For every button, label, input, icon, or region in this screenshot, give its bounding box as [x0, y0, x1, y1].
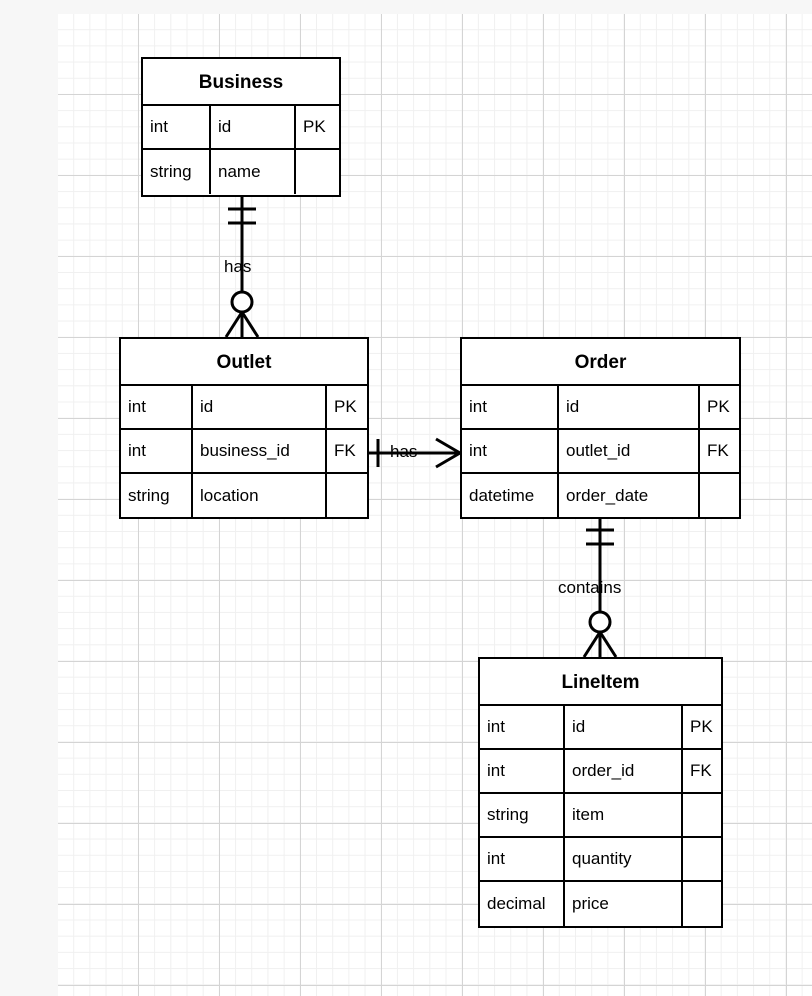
attr-type: datetime — [462, 474, 559, 518]
attr-key: FK — [334, 441, 356, 460]
table-row[interactable]: int id PK — [121, 386, 367, 430]
attr-key: PK — [303, 117, 326, 136]
attr-type: int — [143, 106, 211, 148]
attr-key: PK — [707, 397, 730, 416]
attr-type: int — [121, 386, 193, 428]
table-row[interactable]: int id PK — [143, 106, 339, 150]
attr-name: quantity — [565, 838, 683, 880]
relationship-label-order-contains-lineitem: contains — [558, 578, 622, 597]
table-row[interactable]: int id PK — [480, 706, 721, 750]
table-row[interactable]: string location — [121, 474, 367, 518]
attr-key: FK — [690, 761, 712, 780]
attr-key — [683, 794, 721, 836]
entity-business-title: Business — [143, 59, 339, 106]
attr-key — [296, 150, 339, 194]
attr-type: string — [121, 474, 193, 518]
table-row[interactable]: decimal price — [480, 882, 721, 926]
attr-type: int — [480, 706, 565, 748]
table-row[interactable]: datetime order_date — [462, 474, 739, 518]
attr-type: int — [480, 838, 565, 880]
attr-key — [683, 838, 721, 880]
attr-name: item — [565, 794, 683, 836]
attr-type: decimal — [480, 882, 565, 926]
entity-business[interactable]: Business int id PK string name — [141, 57, 341, 197]
entity-outlet[interactable]: Outlet int id PK int business_id FK stri… — [119, 337, 369, 519]
table-row[interactable]: int business_id FK — [121, 430, 367, 474]
attr-name: order_id — [565, 750, 683, 792]
attr-name: id — [193, 386, 327, 428]
attr-type: string — [143, 150, 211, 194]
attr-name: id — [559, 386, 700, 428]
attr-name: price — [565, 882, 683, 926]
table-row[interactable]: int outlet_id FK — [462, 430, 739, 474]
entity-lineitem[interactable]: LineItem int id PK int order_id FK strin… — [478, 657, 723, 928]
attr-key: PK — [690, 717, 713, 736]
attr-type: int — [480, 750, 565, 792]
attr-type: string — [480, 794, 565, 836]
entity-order[interactable]: Order int id PK int outlet_id FK datetim… — [460, 337, 741, 519]
attr-name: id — [211, 106, 296, 148]
attr-type: int — [121, 430, 193, 472]
table-row[interactable]: string item — [480, 794, 721, 838]
attr-key — [327, 474, 367, 518]
entity-outlet-title: Outlet — [121, 339, 367, 386]
attr-name: order_date — [559, 474, 700, 518]
attr-type: int — [462, 430, 559, 472]
entity-lineitem-title: LineItem — [480, 659, 721, 706]
table-row[interactable]: int quantity — [480, 838, 721, 882]
entity-order-title: Order — [462, 339, 739, 386]
attr-name: name — [211, 150, 296, 194]
attr-name: outlet_id — [559, 430, 700, 472]
attr-type: int — [462, 386, 559, 428]
attr-key — [700, 474, 739, 518]
table-row[interactable]: string name — [143, 150, 339, 194]
relationship-label-outlet-has-order: has — [390, 442, 418, 461]
table-row[interactable]: int order_id FK — [480, 750, 721, 794]
attr-name: business_id — [193, 430, 327, 472]
attr-key: PK — [334, 397, 357, 416]
attr-key — [683, 882, 721, 926]
attr-name: location — [193, 474, 327, 518]
attr-name: id — [565, 706, 683, 748]
attr-key: FK — [707, 441, 729, 460]
relationship-label-business-has-outlet: has — [224, 257, 252, 276]
table-row[interactable]: int id PK — [462, 386, 739, 430]
